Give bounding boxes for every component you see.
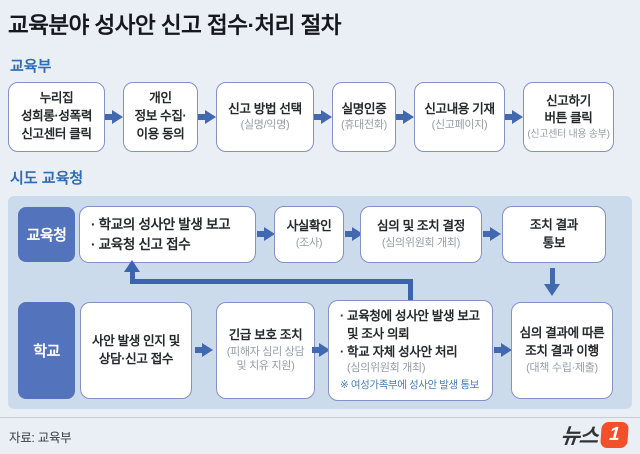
page-title: 교육분야 성사안 신고 접수·처리 절차 bbox=[8, 13, 342, 38]
office-step-fact-check: 사실확인 (조사) bbox=[274, 206, 344, 263]
arrow-right-icon bbox=[312, 343, 330, 357]
connector-line bbox=[408, 279, 413, 300]
flow-step-privacy-consent: 개인 정보 수집· 이용 동의 bbox=[123, 82, 198, 152]
step-text: 심의 및 조치 결정 bbox=[377, 219, 465, 234]
arrow-up-icon bbox=[124, 260, 140, 272]
step-text: 이용 동의 bbox=[136, 126, 185, 141]
flow-step-homepage-click: 누리집 성희롱·성폭력 신고센터 클릭 bbox=[8, 82, 105, 152]
office-step-report-received: · 학교의 성사안 발생 보고 · 교육청 신고 접수 bbox=[79, 206, 256, 263]
flow-step-report-method: 신고 방법 선택 (실명/익명) bbox=[216, 82, 314, 152]
step-subtext: (실명/익명) bbox=[240, 119, 290, 132]
step-subtext: (대책 수립·제출) bbox=[526, 361, 598, 374]
arrow-right-icon bbox=[105, 110, 123, 124]
office-step-result-notice: 조치 결과 통보 bbox=[502, 206, 606, 263]
step-text: · 교육청에 성사안 발생 보고 bbox=[340, 309, 480, 324]
step-subtext: (신고페이지) bbox=[431, 119, 488, 132]
step-text: 정보 수집· bbox=[134, 109, 187, 124]
step-subtext: 및 치유 지원) bbox=[236, 360, 295, 373]
arrow-right-icon bbox=[195, 343, 213, 357]
step-text: 신고센터 클릭 bbox=[21, 126, 92, 141]
step-text: 상담·신고 접수 bbox=[98, 351, 174, 366]
school-step-report-and-handle: · 교육청에 성사안 발생 보고 및 조사 의뢰 · 학교 자체 성사안 처리 … bbox=[328, 300, 493, 401]
actor-label-school: 학교 bbox=[18, 302, 75, 399]
office-education-panel: 교육청 · 학교의 성사안 발생 보고 · 교육청 신고 접수 사실확인 (조사… bbox=[8, 196, 632, 409]
ministry-flow: 누리집 성희롱·성폭력 신고센터 클릭 개인 정보 수집· 이용 동의 신고 방… bbox=[8, 82, 614, 152]
section-label-ministry: 교육부 bbox=[10, 58, 52, 75]
office-step-deliberation: 심의 및 조치 결정 (심의위원회 개최) bbox=[360, 206, 482, 263]
flow-step-report-content: 신고내용 기재 (신고페이지) bbox=[414, 82, 505, 152]
step-text: 사실확인 bbox=[286, 219, 332, 234]
arrow-right-icon bbox=[345, 227, 363, 241]
news1-logo: 뉴스 1 bbox=[559, 420, 629, 450]
step-text: 및 조사 의뢰 bbox=[347, 326, 410, 341]
section-label-office: 시도 교육청 bbox=[10, 170, 84, 187]
step-subtext: (신고센터 내용 송부) bbox=[527, 129, 610, 140]
step-text: 통보 bbox=[542, 235, 566, 250]
arrow-right-icon bbox=[505, 110, 523, 124]
step-text: 긴급 보호 조치 bbox=[228, 327, 303, 342]
news1-logo-text: 뉴스 bbox=[559, 425, 600, 448]
connector-line bbox=[130, 271, 135, 281]
step-text: 실명인증 bbox=[341, 101, 387, 116]
step-text: 누리집 bbox=[39, 91, 74, 106]
step-text: · 학교 자체 성사안 처리 bbox=[340, 344, 458, 359]
arrow-down-icon bbox=[544, 284, 560, 296]
arrow-right-icon bbox=[396, 110, 414, 124]
news1-one-icon: 1 bbox=[600, 422, 629, 448]
step-text: 버튼 클릭 bbox=[544, 111, 593, 126]
step-subtext: (심의위원회 개최) bbox=[381, 236, 461, 249]
step-text: 사안 발생 인지 및 bbox=[92, 333, 180, 348]
step-text: 성희롱·성폭력 bbox=[20, 109, 93, 124]
step-text: 신고내용 기재 bbox=[424, 101, 495, 116]
footer-divider bbox=[0, 417, 640, 418]
step-text: 신고하기 bbox=[546, 93, 591, 108]
step-text: 조치 결과 이행 bbox=[525, 344, 599, 359]
school-step-case-recognition: 사안 발생 인지 및 상담·신고 접수 bbox=[80, 302, 192, 399]
step-subtext: (휴대전화) bbox=[340, 119, 387, 132]
arrow-right-icon bbox=[494, 343, 512, 357]
step-text: 심의 결과에 따른 bbox=[519, 326, 605, 341]
flow-step-identity-verify: 실명인증 (휴대전화) bbox=[332, 82, 396, 152]
actor-label-office: 교육청 bbox=[18, 207, 75, 262]
arrow-right-icon bbox=[314, 110, 332, 124]
step-text: · 교육청 신고 접수 bbox=[91, 236, 191, 252]
arrow-right-icon bbox=[198, 110, 216, 124]
step-subtext: (조사) bbox=[295, 236, 323, 249]
step-text: 신고 방법 선택 bbox=[228, 101, 302, 116]
step-subtext: (피해자 심리 상담 bbox=[226, 345, 305, 358]
source-credit: 자료: 교육부 bbox=[9, 431, 72, 445]
connector-line bbox=[130, 279, 413, 284]
step-text: · 학교의 성사안 발생 보고 bbox=[91, 217, 231, 233]
school-step-emergency-protection: 긴급 보호 조치 (피해자 심리 상담 및 치유 지원) bbox=[216, 302, 315, 399]
connector-line bbox=[550, 268, 555, 285]
arrow-right-icon bbox=[483, 227, 501, 241]
step-text: 조치 결과 bbox=[530, 217, 578, 232]
step-note: ※ 여성가족부에 성사안 발생 통보 bbox=[340, 379, 479, 392]
school-step-implement-measures: 심의 결과에 따른 조치 결과 이행 (대책 수립·제출) bbox=[511, 302, 613, 399]
step-text: 개인 bbox=[149, 91, 172, 106]
flow-step-submit-button: 신고하기 버튼 클릭 (신고센터 내용 송부) bbox=[523, 82, 614, 152]
arrow-right-icon bbox=[257, 227, 275, 241]
step-subtext: (심의위원회 개최) bbox=[347, 362, 426, 375]
